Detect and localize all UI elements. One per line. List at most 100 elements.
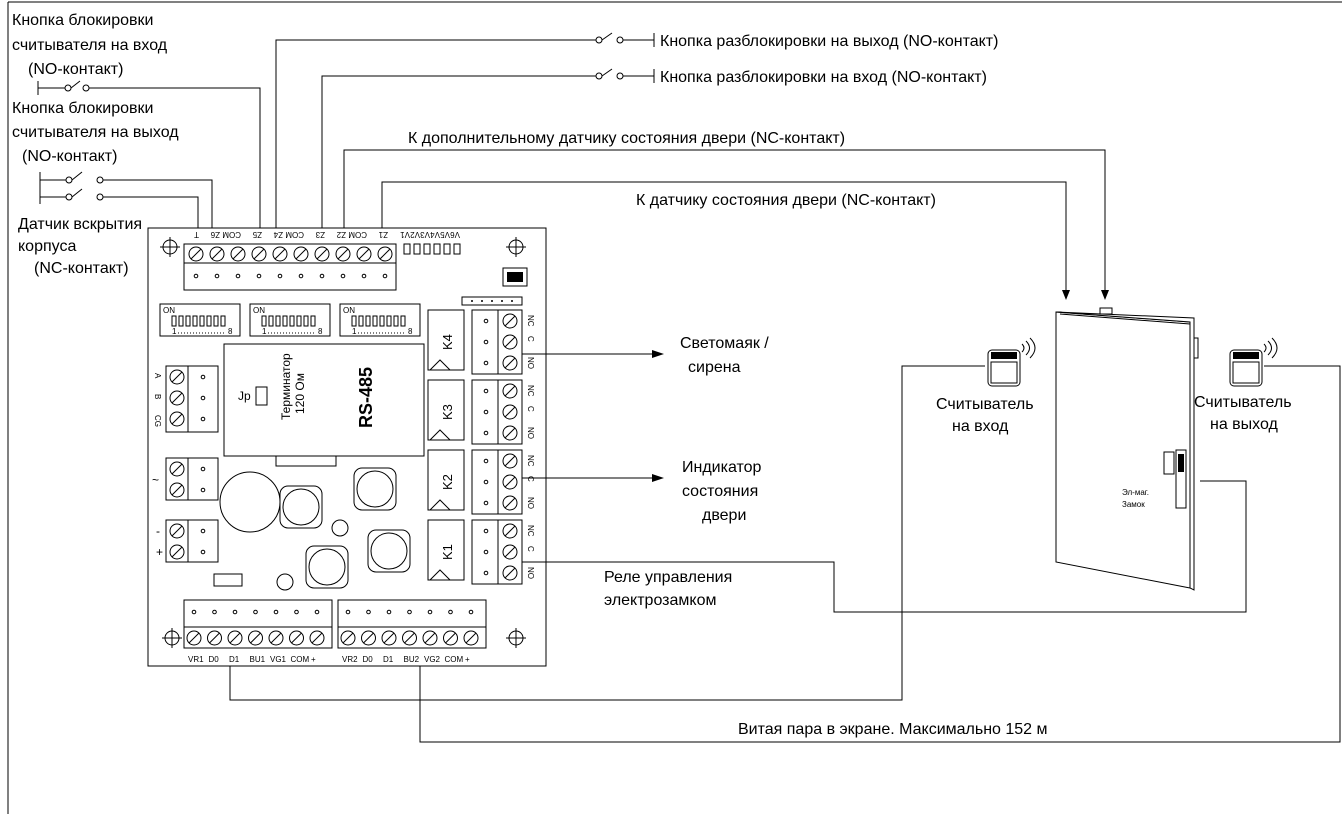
svg-text:Индикатор: Индикатор — [682, 459, 762, 476]
svg-text:Светомаяк /: Светомаяк / — [680, 335, 769, 352]
rs485-terminal-label: CG — [153, 415, 162, 427]
bottom-terminal-label: VG2 — [424, 655, 441, 664]
lock-in-button-switch — [37, 80, 261, 232]
svg-text:считывателя на выход: считывателя на выход — [12, 124, 179, 141]
bottom-terminal-label: D0 — [209, 655, 220, 664]
top-terminal-label: COM — [222, 230, 241, 239]
svg-text:120 Ом: 120 Ом — [293, 373, 307, 414]
svg-text:двери: двери — [702, 507, 746, 524]
svg-text:ON: ON — [253, 306, 265, 315]
rs485-label: RS-485 — [356, 367, 376, 428]
tamper-sensor-switch — [40, 188, 199, 232]
svg-text:сирена: сирена — [688, 359, 741, 376]
reader-in: Считыватель на вход — [936, 337, 1036, 435]
svg-text:ON: ON — [343, 306, 355, 315]
pin-header — [461, 296, 523, 306]
relay-contact-label: C — [526, 476, 535, 482]
inductor-4 — [367, 529, 411, 573]
capacitor-small-2 — [276, 573, 294, 591]
power-dc-label: + — [156, 545, 163, 559]
relay-contact-label: NO — [526, 497, 535, 509]
top-terminal-label: COM — [348, 230, 367, 239]
top-terminal-label: Т — [194, 230, 199, 239]
reader-out: Считыватель на выход — [1194, 337, 1292, 433]
mount-hole-tl — [160, 237, 180, 257]
relay-contact-label: NC — [526, 455, 535, 467]
relay-contact-label: C — [526, 546, 535, 552]
relay-k2: K2 NC C NO — [427, 449, 535, 515]
svg-text:Эл-маг.: Эл-маг. — [1122, 488, 1149, 497]
relay-contact-label: NC — [526, 525, 535, 537]
bottom-terminal-label: COM — [291, 655, 310, 664]
capacitor-small — [331, 519, 349, 537]
svg-text:Кнопка блокировки: Кнопка блокировки — [12, 12, 153, 29]
svg-text:Кнопка блокировки: Кнопка блокировки — [12, 100, 153, 117]
svg-text:корпуса: корпуса — [18, 238, 76, 255]
bottom-terminal-label: D1 — [383, 655, 394, 664]
bottom-terminal-label: VR1 — [188, 655, 204, 664]
svg-text:Кнопка разблокировки на выход: Кнопка разблокировки на выход (NO-контак… — [660, 33, 998, 50]
svg-text:1: 1 — [172, 327, 177, 336]
relay-contact-label: NC — [526, 315, 535, 327]
top-terminal-label: Z1 — [378, 230, 388, 239]
top-terminal-label: Z2 — [336, 230, 346, 239]
svg-text:на вход: на вход — [952, 418, 1009, 435]
relay-k1: K1 NC C NO — [427, 519, 535, 585]
bottom-terminal-label: VG1 — [270, 655, 287, 664]
capacitor-large — [219, 471, 281, 533]
mount-hole-tr — [506, 237, 526, 257]
component-small — [213, 573, 243, 587]
svg-text:Считыватель: Считыватель — [936, 396, 1034, 413]
electromagnetic-lock — [1175, 449, 1187, 509]
led-label: V2 — [410, 230, 420, 239]
led-label: V5 — [440, 230, 450, 239]
svg-text:K4: K4 — [440, 334, 455, 350]
relay-contact-label: C — [526, 406, 535, 412]
led-label: V3 — [420, 230, 430, 239]
door-sensor-line: К датчику состояния двери (NC-контакт) — [381, 181, 1070, 300]
svg-text:Витая пара в экране. Максималь: Витая пара в экране. Максимально 152 м — [738, 721, 1048, 738]
rs485-terminal-label: B — [153, 394, 162, 399]
beacon-output: Светомаяк / сирена — [522, 335, 769, 376]
power-dc-terminal: -+ — [156, 519, 219, 563]
relay-contact-label: NO — [526, 427, 535, 439]
svg-text:К дополнительному датчику сост: К дополнительному датчику состояния двер… — [408, 130, 845, 147]
board-switch — [507, 272, 523, 282]
svg-text:1: 1 — [352, 327, 357, 336]
lock-in-button-label: Кнопка блокировки считывателя на вход (N… — [12, 12, 168, 78]
led-label: V4 — [430, 230, 440, 239]
svg-text:на выход: на выход — [1210, 416, 1279, 433]
mount-hole-br — [506, 628, 526, 648]
jumper — [255, 386, 268, 406]
svg-text:(NC-контакт): (NC-контакт) — [34, 260, 129, 277]
svg-text:Кнопка разблокировки на вход (: Кнопка разблокировки на вход (NO-контакт… — [660, 69, 987, 86]
reader-cables: Витая пара в экране. Максимально 152 м — [229, 365, 1341, 743]
svg-text:Считыватель: Считыватель — [1194, 394, 1292, 411]
bottom-terminal-left: VR1 D0 D1 BU1 VG1 COM+ — [183, 599, 333, 664]
svg-text:К датчику состояния двери (NC-: К датчику состояния двери (NC-контакт) — [636, 192, 936, 209]
lock-out-button-switch — [39, 171, 213, 232]
door: Эл-маг. Замок — [1055, 307, 1199, 591]
door-sensor — [1163, 451, 1175, 475]
rs485-terminal-label: A — [153, 373, 162, 379]
svg-text:K2: K2 — [440, 474, 455, 490]
top-terminal-label: Z5 — [252, 230, 262, 239]
relay-contact-label: C — [526, 336, 535, 342]
bottom-terminal-label: + — [311, 655, 316, 664]
jumper-label: Jp — [238, 389, 251, 403]
svg-text:ON: ON — [163, 306, 175, 315]
bottom-terminal-label: D1 — [229, 655, 240, 664]
relay-contact-label: NO — [526, 567, 535, 579]
bottom-terminal-label: COM — [445, 655, 464, 664]
svg-text:K1: K1 — [440, 544, 455, 560]
rs485-terminal: A B CG — [153, 365, 219, 433]
bottom-terminal-label: VR2 — [342, 655, 358, 664]
bottom-terminal-label: BU1 — [250, 655, 266, 664]
svg-text:8: 8 — [408, 327, 413, 336]
door-indicator-output: Индикатор состояния двери — [522, 459, 762, 524]
tamper-sensor-label: Датчик вскрытия корпуса (NC-контакт) — [18, 216, 142, 277]
svg-text:(NO-контакт): (NO-контакт) — [28, 61, 123, 78]
